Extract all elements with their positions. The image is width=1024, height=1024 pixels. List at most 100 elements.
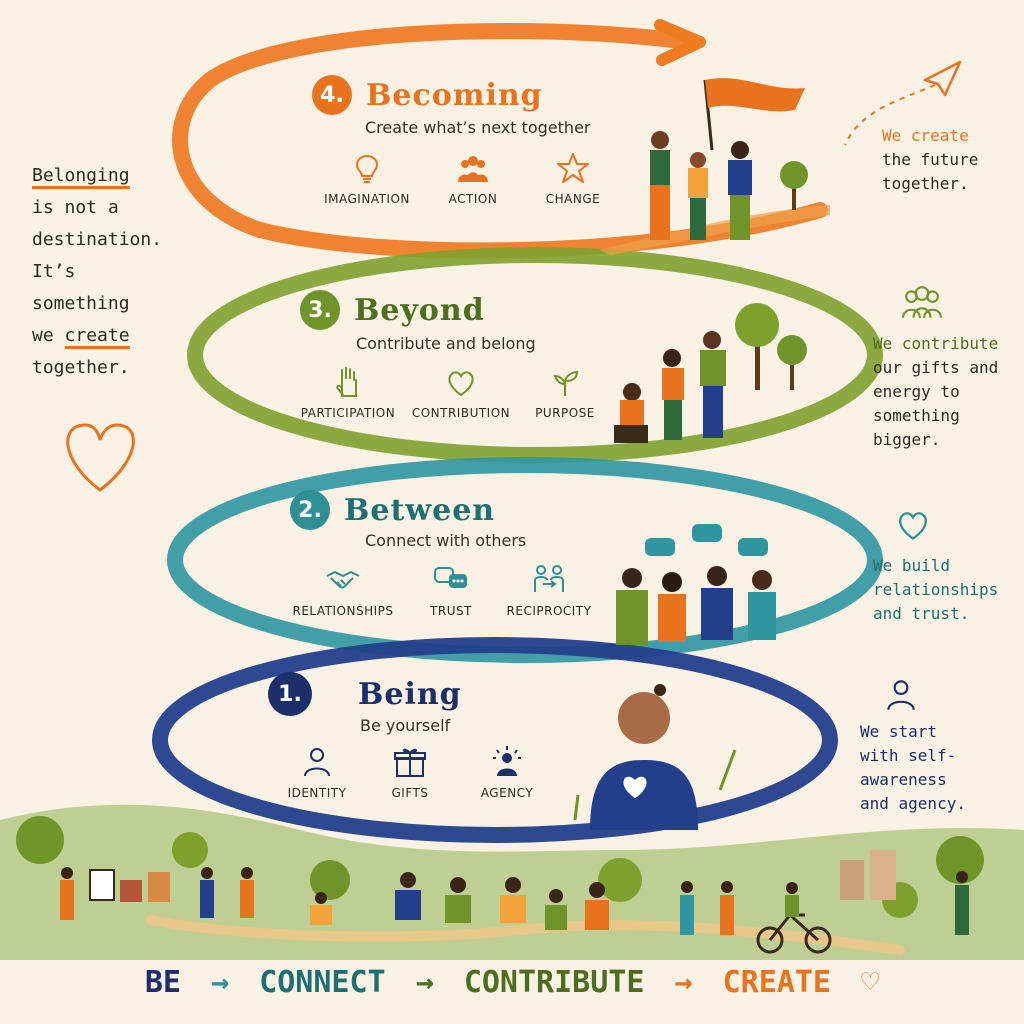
flag-icon [705,78,805,112]
left-quote: Belonging is not a destination. It’s som… [32,160,182,384]
teal-loop [167,457,883,663]
side-line: We create [882,126,969,145]
side-line: our gifts and [873,358,999,377]
community-icon [901,286,943,318]
side-line: together. [882,174,969,193]
orange-loop [172,22,828,259]
level-2-item-label: RELATIONSHIPS [292,604,394,618]
level-4-title: Becoming [366,77,543,113]
people-orange-group [650,131,752,240]
level-1-item-label: AGENCY [480,786,534,800]
quote-line: is not a [32,197,119,218]
sprout-icon [553,370,579,396]
level-4-subtitle: Create what’s next together [365,118,591,137]
quote-line: destination. [32,229,163,250]
quote-line: It’s [32,261,76,282]
level-3-item-label: CONTRIBUTION [411,406,511,420]
level-1-side-text: We start with self- awareness and agency… [860,720,966,816]
side-line: something [873,406,960,425]
level-3-side-text: We contribute our gifts and energy to so… [873,332,998,452]
level-4-item-action: ACTION [418,150,528,206]
side-line: We start [860,722,938,741]
quote-line: something [32,293,130,314]
level-1-item-label: IDENTITY [287,786,347,800]
level-1-item-identity: IDENTITY [262,744,372,800]
exchange-icon [534,565,564,592]
quote-create: create [64,325,130,349]
star-icon [557,153,589,183]
level-1-number: 1. [268,672,312,716]
bottom-contribute: CONTRIBUTE [463,965,645,1000]
level-3-item-label: PURPOSE [535,406,595,420]
heart-icon [448,371,474,397]
heart-doodle-icon [66,423,135,492]
lightbulb-icon [355,154,379,183]
quote-belonging: Belonging [32,165,130,189]
level-2-side-text: We build relationships and trust. [873,554,998,626]
side-line: the future [882,150,979,169]
level-4-item-label: IMAGINATION [324,192,410,206]
chat-bubbles-row [645,524,768,556]
blue-loop [152,637,838,843]
level-4-item-imagination: IMAGINATION [312,150,422,206]
level-2-item-label: RECIPROCITY [506,604,592,618]
level-3-title: Beyond [354,292,485,328]
level-3-number: 3. [300,290,340,330]
person-outline-icon [887,680,915,711]
handshake-icon [326,571,360,589]
arrow-right-icon: → [211,965,230,1000]
self-person [590,684,698,830]
side-line: and agency. [860,794,966,813]
level-1-item-gifts: GIFTS [355,744,465,800]
level-4-item-change: CHANGE [518,150,628,206]
level-4-header: 4. Becoming [312,75,543,115]
level-3-item-label: PARTICIPATION [300,406,396,420]
heart-outline-icon [899,512,927,540]
level-2-item-label: TRUST [430,604,472,618]
flag-pole [703,79,714,151]
side-line: with self- [860,746,957,765]
side-line: energy to [873,382,960,401]
side-line: We contribute [873,334,999,353]
quote-we: we [32,325,54,346]
level-3-item-participation: PARTICIPATION [293,364,403,420]
bottom-create: CREATE [722,965,831,1000]
bicycle-icon [756,882,832,954]
level-4-item-label: ACTION [448,192,498,206]
level-2-item-relationships: RELATIONSHIPS [288,562,398,618]
level-1-item-agency: AGENCY [452,744,562,800]
side-line: relationships [873,580,999,599]
quote-line: together. [32,357,130,378]
trees-orange [780,161,808,210]
person-icon [304,748,330,777]
level-4-side-text: We create the future together. [882,124,978,196]
level-2-header: 2. Between [290,490,495,530]
sprout-doodle [573,749,737,821]
community-people [60,867,969,935]
bottom-progression: BE → CONNECT → CONTRIBUTE → CREATE ♡ [0,965,1024,1000]
level-1-subtitle: Be yourself [360,716,451,735]
arrow-right-icon: → [674,965,693,1000]
side-line: We build [873,556,951,575]
level-3-header: 3. Beyond [300,290,485,330]
chat-bubbles-icon [434,567,467,588]
houses [120,850,896,902]
level-3-item-purpose: PURPOSE [510,364,620,420]
bottom-be: BE [144,965,181,1000]
arrow-right-icon: → [415,965,434,1000]
level-4-item-label: CHANGE [545,192,601,206]
orange-arrow-head [654,19,706,66]
bottom-connect: CONNECT [259,965,386,1000]
raised-hand-icon [336,367,357,397]
level-2-number: 2. [290,490,330,530]
level-1-header: 1. Being [268,672,462,716]
heart-outline-icon: ♡ [861,965,880,1000]
green-loop [187,247,883,463]
level-2-subtitle: Connect with others [365,531,527,550]
level-2-title: Between [344,492,496,528]
landscape-path [145,915,905,955]
people-teal-group [616,566,776,645]
level-1-item-label: GIFTS [391,786,429,800]
level-4-number: 4. [312,75,352,115]
